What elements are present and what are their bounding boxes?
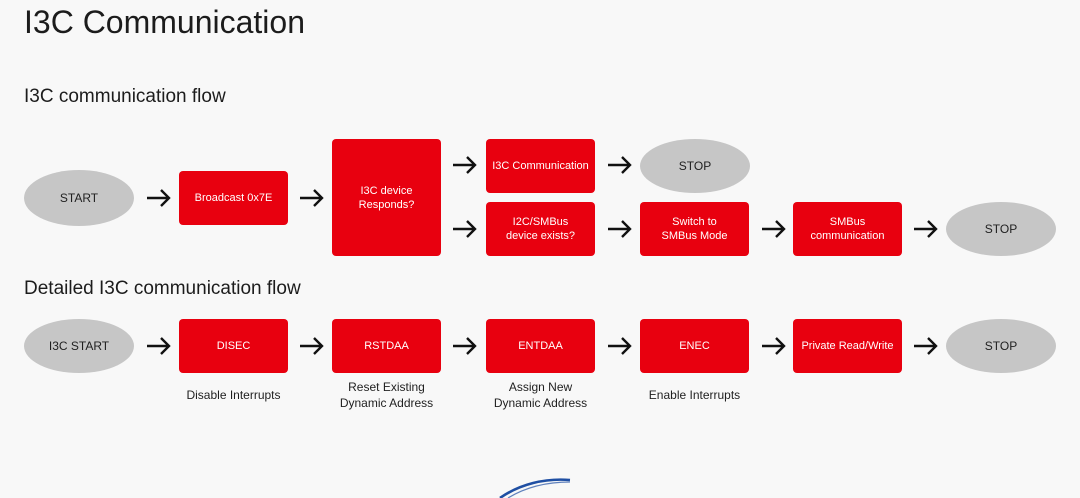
flow1-stop-top-node: STOP	[640, 139, 750, 193]
flow2-heading: Detailed I3C communication flow	[24, 278, 301, 299]
right-arrow-icon	[453, 220, 477, 238]
flow2-entdaa-box: ENTDAA	[486, 319, 595, 373]
right-arrow-icon	[147, 337, 171, 355]
flow1-i2c-exists-box: I2C/SMBus device exists?	[486, 202, 595, 256]
right-arrow-icon	[147, 189, 171, 207]
flow1-stop-bottom-node: STOP	[946, 202, 1056, 256]
right-arrow-icon	[914, 337, 938, 355]
right-arrow-icon	[608, 220, 632, 238]
right-arrow-icon	[914, 220, 938, 238]
right-arrow-icon	[300, 189, 324, 207]
right-arrow-icon	[300, 337, 324, 355]
flow2-entdaa-caption: Assign New Dynamic Address	[493, 380, 588, 410]
flow1-start-node: START	[24, 170, 134, 226]
flow2-rstdaa-caption: Reset Existing Dynamic Address	[339, 380, 434, 410]
right-arrow-icon	[762, 220, 786, 238]
flow1-responds-box: I3C device Responds?	[332, 139, 441, 256]
right-arrow-icon	[453, 156, 477, 174]
flow2-enec-caption: Enable Interrupts	[648, 388, 741, 402]
flow1-i3c-communication-box: I3C Communication	[486, 139, 595, 193]
flow1-heading: I3C communication flow	[24, 86, 226, 107]
flow2-stop-node: STOP	[946, 319, 1056, 373]
right-arrow-icon	[608, 337, 632, 355]
flow1-smbus-communication-box: SMBus communication	[793, 202, 902, 256]
flow2-disec-box: DISEC	[179, 319, 288, 373]
flow2-rstdaa-box: RSTDAA	[332, 319, 441, 373]
flow2-start-node: I3C START	[24, 319, 134, 373]
page-title: I3C Communication	[24, 4, 305, 40]
right-arrow-icon	[453, 337, 477, 355]
right-arrow-icon	[762, 337, 786, 355]
right-arrow-icon	[608, 156, 632, 174]
flow1-switch-mode-box: Switch to SMBus Mode	[640, 202, 749, 256]
flow2-enec-box: ENEC	[640, 319, 749, 373]
flow2-private-read-write-box: Private Read/Write	[793, 319, 902, 373]
flow1-broadcast-box: Broadcast 0x7E	[179, 171, 288, 225]
flow2-disec-caption: Disable Interrupts	[186, 388, 281, 402]
swoosh-logo	[499, 478, 571, 498]
